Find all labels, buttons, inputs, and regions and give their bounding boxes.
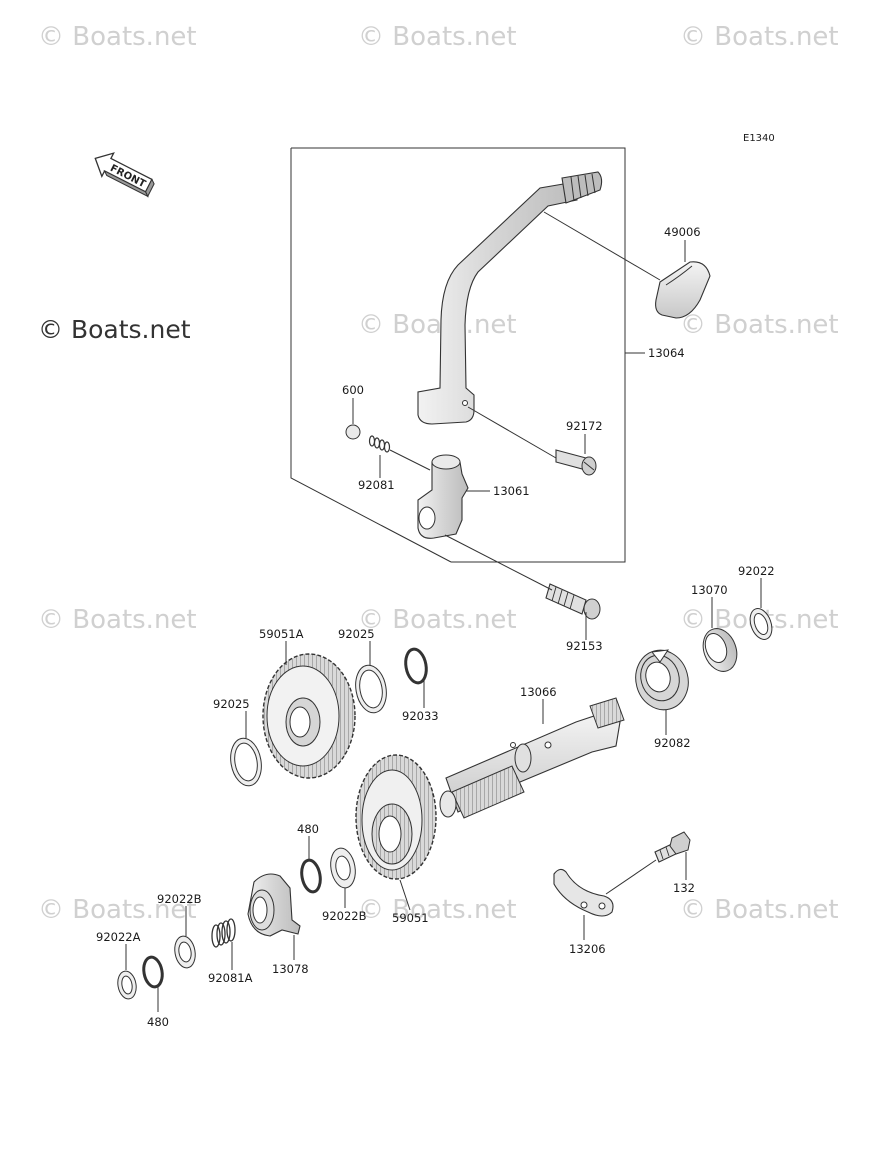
- lever-rubber: [655, 261, 711, 319]
- label-92082: 92082: [654, 736, 691, 750]
- label-92025-top: 92025: [338, 627, 375, 641]
- label-92033: 92033: [402, 709, 439, 723]
- watermark: © Boats.net: [38, 895, 197, 925]
- circlip-92033: [404, 647, 428, 685]
- part-labels: 49006 13064 600 92172 92081 13061 92153 …: [96, 225, 775, 1029]
- label-92153: 92153: [566, 639, 603, 653]
- leader-lines: [125, 211, 762, 1012]
- gear-59051: [355, 754, 437, 880]
- label-92022B-mid: 92022B: [322, 909, 367, 923]
- kick-lever: [417, 171, 603, 425]
- label-480-bottom: 480: [147, 1015, 169, 1029]
- label-92081A: 92081A: [208, 971, 253, 985]
- label-92022: 92022: [738, 564, 775, 578]
- circlip-480-bottom: [142, 955, 164, 989]
- watermark: © Boats.net: [680, 22, 839, 52]
- label-92081: 92081: [358, 478, 395, 492]
- label-600: 600: [342, 383, 364, 397]
- bolt-132: [654, 831, 691, 863]
- front-arrow-icon: FRONT: [94, 152, 155, 198]
- watermark: © Boats.net: [680, 310, 839, 340]
- watermark: © Boats.net: [358, 22, 517, 52]
- label-59051: 59051: [392, 911, 429, 925]
- watermark: © Boats.net: [358, 605, 517, 635]
- label-480-top: 480: [297, 822, 319, 836]
- label-13064: 13064: [648, 346, 685, 360]
- circlip-480-top: [300, 858, 322, 894]
- spring-92081A: [211, 918, 236, 948]
- watermark: © Boats.net: [358, 895, 517, 925]
- label-49006: 49006: [664, 225, 701, 239]
- label-13066: 13066: [520, 685, 557, 699]
- watermark: © Boats.net: [38, 22, 197, 52]
- label-13061: 13061: [493, 484, 530, 498]
- detent-spring: [368, 435, 391, 453]
- label-92022A: 92022A: [96, 930, 141, 944]
- kick-shaft: [439, 697, 625, 819]
- gear-59051A: [262, 653, 356, 779]
- label-92025-left: 92025: [213, 697, 250, 711]
- label-13070: 13070: [691, 583, 728, 597]
- watermark-dark: © Boats.net: [38, 315, 191, 344]
- label-132: 132: [673, 881, 695, 895]
- label-13078: 13078: [272, 962, 309, 976]
- label-59051A: 59051A: [259, 627, 304, 641]
- label-13206: 13206: [569, 942, 606, 956]
- watermark: © Boats.net: [358, 310, 517, 340]
- washer-92022B-lower: [174, 935, 196, 969]
- watermark: © Boats.net: [38, 605, 197, 635]
- guide-13206: [553, 868, 614, 917]
- washer-92022: [749, 608, 773, 640]
- washer-92025-left: [230, 737, 262, 787]
- label-92172: 92172: [566, 419, 603, 433]
- watermark: © Boats.net: [680, 895, 839, 925]
- washer-92022B-mid: [330, 847, 356, 889]
- diagram-code: E1340: [743, 133, 775, 144]
- washer-92022A: [117, 970, 137, 1000]
- label-92022B-top: 92022B: [157, 892, 202, 906]
- ratchet-13078: [247, 873, 301, 937]
- boss-bolt: [545, 583, 601, 620]
- washer-92025-top: [355, 664, 387, 714]
- steel-ball: [345, 424, 361, 440]
- spring-guide: [702, 628, 738, 672]
- lever-bolt: [555, 449, 597, 476]
- kick-spring: [635, 649, 689, 711]
- lever-assembly-frame: [290, 147, 626, 563]
